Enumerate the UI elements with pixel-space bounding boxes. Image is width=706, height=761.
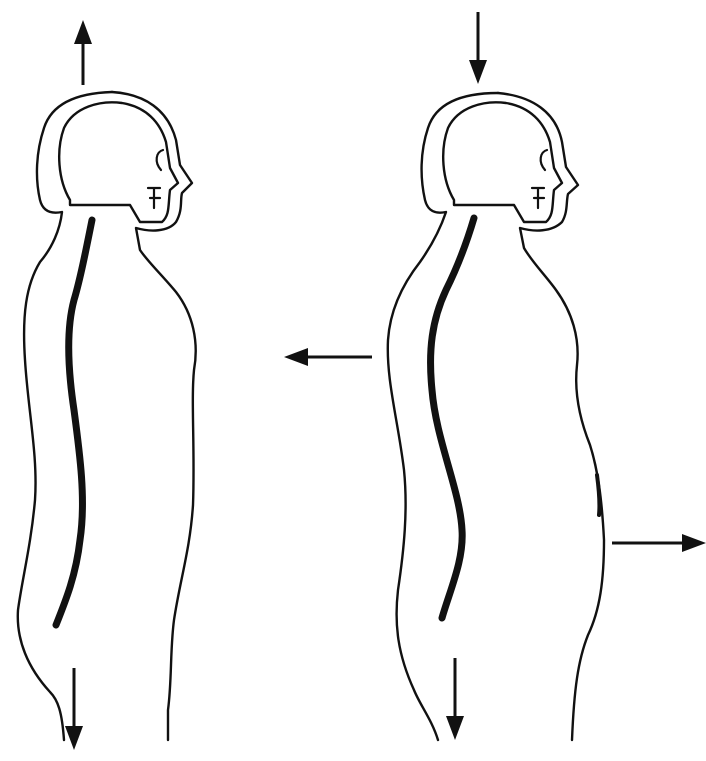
slumped-belly-arrow bbox=[612, 534, 706, 552]
slumped-skull bbox=[443, 102, 562, 222]
slumped-back-arrow bbox=[284, 348, 372, 366]
slumped-jaw-mark bbox=[532, 188, 544, 208]
upright-spine bbox=[56, 220, 92, 625]
upright-down-arrow bbox=[65, 668, 83, 750]
upright-ear-mark bbox=[157, 150, 163, 170]
slumped-body-outline bbox=[388, 93, 498, 740]
upright-skull bbox=[59, 102, 178, 222]
slumped-front-outline bbox=[498, 93, 604, 740]
slumped-down-arrow-top bbox=[469, 12, 487, 84]
upright-up-arrow bbox=[74, 20, 92, 85]
upright-figure bbox=[18, 92, 196, 740]
slumped-spine bbox=[431, 218, 474, 618]
slumped-down-arrow-bottom bbox=[446, 658, 464, 740]
slumped-ear-mark bbox=[541, 150, 547, 170]
slumped-figure bbox=[388, 93, 604, 740]
slumped-belly-accent bbox=[597, 475, 599, 515]
upright-jaw-mark bbox=[148, 188, 160, 208]
